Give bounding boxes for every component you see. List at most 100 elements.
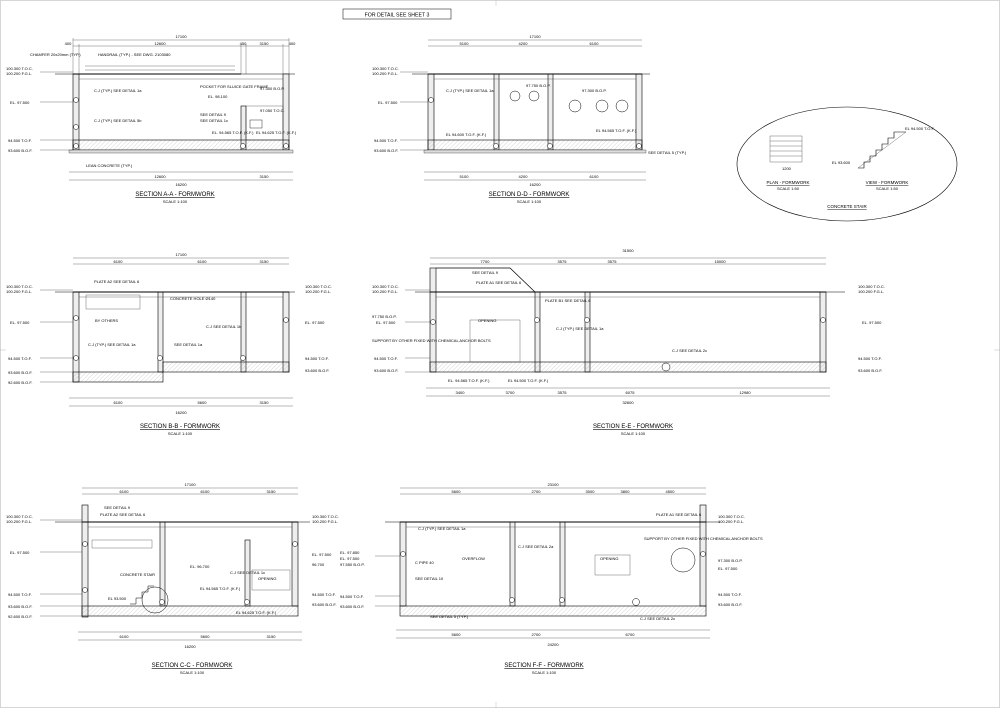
section-aa-level-3: 94.500 T.O.F.	[8, 138, 32, 143]
section-ff-note-7: SEE DETAIL 5 (TYP.)	[430, 614, 469, 619]
section-bb-dim-5: 3150	[260, 259, 270, 264]
section-ff-rlevel-1: 100.200 F.G.L.	[718, 519, 744, 524]
header-note-box	[342, 8, 452, 20]
section-cc-note-2: CONCRETE STAIR	[120, 572, 155, 577]
section-ff-note-9: SEE DETAIL 10	[415, 576, 444, 581]
section-dd-scale: SCALE 1:100	[517, 199, 542, 204]
section-ee-level-2: 97.750 B.O.P.	[372, 314, 397, 319]
section-cc-note-6: EL 94.565 T.O.F. (K.F.)	[200, 586, 241, 591]
section-ee-overall-top: 31500	[622, 248, 634, 253]
section-cc-level-0: 100.300 T.O.C.	[6, 514, 33, 519]
section-dd-level-1: 100.200 F.G.L.	[372, 71, 398, 76]
section-aa-bdim-4: 3150	[260, 174, 270, 179]
section-aa-level-4: 93.600 B.O.F.	[8, 148, 32, 153]
section-dd-dim-5: 6100	[590, 41, 600, 46]
section-cc-level-1: 100.200 F.G.L.	[6, 519, 32, 524]
section-bb-rlevel-4: 93.600 B.O.F.	[305, 368, 329, 373]
stair-note-0: EL 94.500 T.O.F.	[905, 126, 935, 131]
section-cc-dim-3: 6100	[201, 489, 211, 494]
section-dd-overall-bottom: 16200	[529, 182, 541, 187]
stair-view-scale: SCALE 1:50	[876, 186, 899, 191]
section-cc-bdim-6: 3150	[267, 634, 277, 639]
section-ee-title: SECTION E-E - FORMWORK	[593, 424, 673, 430]
section-ee: SECTION E-E - FORMWORK SCALE 1:100 31500…	[372, 248, 885, 436]
section-aa-overall-bottom: 16200	[175, 182, 187, 187]
section-cc-overall-top: 17100	[184, 482, 196, 487]
section-cc-dim-5: 3150	[267, 489, 277, 494]
section-bb-dim-3: 6100	[198, 259, 208, 264]
section-aa-note-10: LEAN CONCRETE (TYP.)	[86, 163, 133, 168]
section-ff-rlevel-5: 93.600 B.O.F.	[718, 602, 742, 607]
section-aa-note-9: EL 94.625 T.O.F. (K.F.)	[256, 130, 297, 135]
section-aa-dim-1: 12600	[154, 41, 166, 46]
section-ee-bdim-5: 3575	[558, 390, 568, 395]
concrete-stair-title: CONCRETE STAIR	[827, 204, 867, 209]
concrete-stair-detail: PLAN - FORMWORK SCALE 1:50 VIEW - FORMWO…	[736, 106, 958, 222]
section-ff-note-2: C.J (TYP.) SEE DETAIL 1a	[418, 526, 466, 531]
section-ff-callout	[670, 547, 696, 573]
section-cc-rlevel-0: 100.300 T.O.C.	[312, 514, 339, 519]
section-cc-dim-1: 6100	[120, 489, 130, 494]
section-aa-dim-2: 450	[240, 41, 247, 46]
section-ee-note-0: SEE DETAIL 9	[472, 270, 499, 275]
section-bb-bdim-2: 6100	[114, 400, 124, 405]
section-dd-overall-top: 17100	[529, 34, 541, 39]
section-aa-right-level-1: 97.050 T.O.C.	[260, 108, 285, 113]
section-ff-dim-7: 4500	[666, 489, 676, 494]
section-ff-rlevel-4: 94.500 T.O.F.	[718, 592, 742, 597]
concrete-stair-ellipse	[736, 106, 958, 222]
section-ee-note-5: C.J SEE DETAIL 2c	[672, 348, 707, 353]
section-cc-note-0: SEE DETAIL 9	[104, 505, 131, 510]
header-note: FOR DETAIL SEE SHEET 3	[365, 12, 430, 18]
section-bb-title: SECTION B-B - FORMWORK	[140, 424, 220, 430]
section-ff-overall-bottom: 24200	[547, 642, 559, 647]
section-aa-level-0: 100.300 T.O.C.	[6, 66, 33, 71]
section-aa-note-7: SEE DETAIL 1c	[200, 118, 228, 123]
section-cc-rlevel-2: EL. 97.500	[312, 552, 332, 557]
section-bb-level-0: 100.300 T.O.C.	[6, 284, 33, 289]
section-ee-note-6: SUPPORT BY OTHER FIXED WITH CHEMICAL ANC…	[372, 338, 491, 343]
section-ee-bdim-8: 12980	[739, 390, 751, 395]
section-dd-bdim-4: 4200	[519, 174, 529, 179]
section-aa-note-5: C.J (TYP.) SEE DETAIL 5b	[94, 118, 142, 123]
section-cc-rlevel-1: 100.200 F.G.L.	[312, 519, 338, 524]
section-ee-dim-7: 15000	[714, 259, 726, 264]
section-dd-note-4: EL 94.565 T.O.F. (K.F.)	[596, 128, 637, 133]
section-ff-level-1: EL. 97.500	[340, 556, 360, 561]
section-bb-level-5: 92.600 B.O.F.	[8, 380, 32, 385]
section-cc-bdim-2: 6100	[120, 634, 130, 639]
section-aa-note-8: EL. 94.565 T.O.F. (K.F.)	[212, 130, 254, 135]
section-aa-note-4: C.J (TYP.) SEE DETAIL 1a	[94, 88, 142, 93]
section-ff-level-4: 93.600 B.O.F.	[340, 604, 364, 609]
section-bb-note-5: SEE DETAIL 1a	[174, 342, 203, 347]
section-ee-note-4: C.J (TYP.) SEE DETAIL 1a	[556, 326, 604, 331]
section-aa-bdim-2: 12600	[154, 174, 166, 179]
section-ff-note-6: SUPPORT BY OTHER FIXED WITH CHEMICAL ANC…	[644, 536, 763, 541]
section-ff-rlevel-2: 97.300 B.O.P.	[718, 558, 743, 563]
section-bb: SECTION B-B - FORMWORK SCALE 1:100 17100…	[6, 252, 332, 436]
section-bb-note-3: C.J (TYP.) SEE DETAIL 1a	[88, 342, 136, 347]
section-ee-bdim-7: 6075	[626, 390, 636, 395]
section-aa-right-level-0: 97.300 B.O.P.	[260, 86, 285, 91]
section-ff-dim-5: 3000	[586, 489, 596, 494]
section-dd: SECTION D-D - FORMWORK SCALE 1:100 17100…	[372, 34, 687, 204]
section-ee-note-8: EL 94.500 T.O.F. (K.F.)	[508, 378, 549, 383]
section-aa-scale: SCALE 1:100	[163, 199, 188, 204]
section-ff-note-0: OVERFLOW	[462, 556, 485, 561]
section-ff-rlevel-0: 100.300 T.O.C.	[718, 514, 745, 519]
section-ff-dim-1: 5600	[452, 489, 462, 494]
section-ff-note-4: C.J SEE DETAIL 2c	[640, 616, 675, 621]
section-ff-note-3: C.J SEE DETAIL 2a	[518, 544, 554, 549]
section-dd-bdim-2: 5100	[460, 174, 470, 179]
section-aa: SECTION A-A - FORMWORK SCALE 1:100 17100…	[6, 34, 297, 204]
section-ff-note-5: PLATE A1 SEE DETAIL 6	[656, 512, 702, 517]
section-ee-level-1: 100.200 F.G.L.	[372, 289, 398, 294]
section-ff-bdim-6: 6700	[626, 632, 636, 637]
stair-note-2: 1200	[782, 166, 792, 171]
section-dd-level-0: 100.300 T.O.C.	[372, 66, 399, 71]
section-cc-level-2: EL. 97.500	[10, 550, 30, 555]
section-aa-note-0: CHAMFER 20x20mm (TYP.)	[30, 52, 81, 57]
section-aa-dim-3: 3150	[260, 41, 270, 46]
section-ee-note-1: PLATE A1 SEE DETAIL 6	[476, 280, 522, 285]
